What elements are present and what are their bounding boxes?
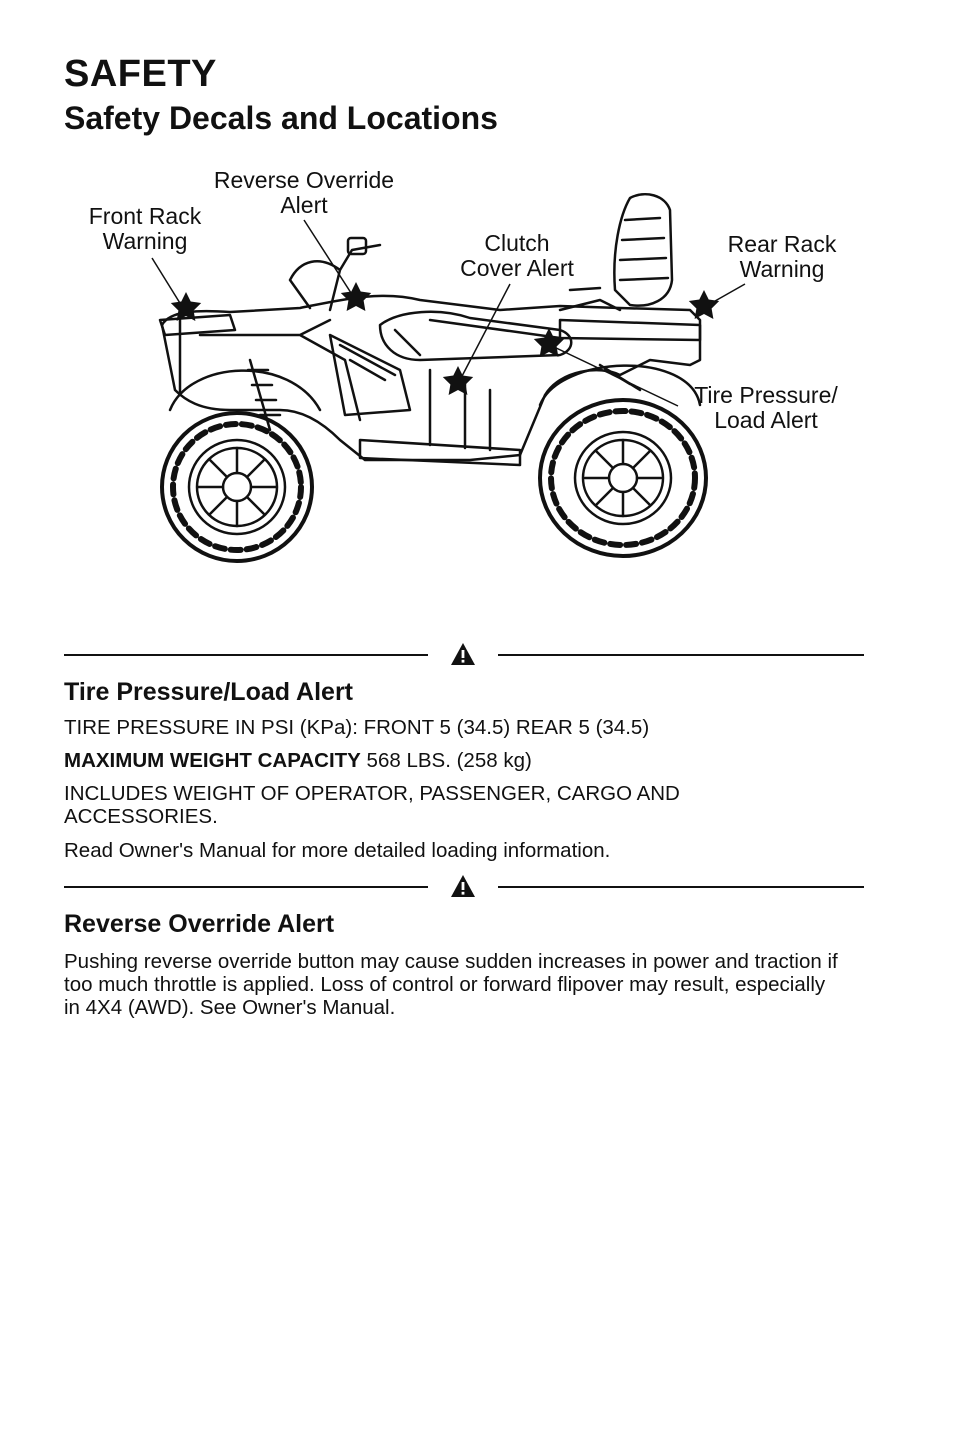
divider-line	[498, 654, 864, 656]
callout-tire-pressure-load-alert: Tire Pressure/ Load Alert	[694, 382, 838, 433]
callout-rear-rack-warning: Rear Rack Warning	[727, 231, 837, 282]
rear-wheel	[538, 398, 708, 558]
weight-includes-note: INCLUDES WEIGHT OF OPERATOR, PASSENGER, …	[64, 782, 680, 828]
tire-pressure-spec: TIRE PRESSURE IN PSI (KPa): FRONT 5 (34.…	[64, 716, 650, 739]
max-weight-capacity: MAXIMUM WEIGHT CAPACITY 568 LBS. (258 kg…	[64, 749, 864, 772]
callout-front-rack-warning: Front Rack Warning	[88, 203, 202, 254]
star-icon	[442, 366, 474, 395]
decal-location-diagram: Front Rack Warning Reverse Override Aler…	[0, 160, 954, 580]
divider-line	[64, 886, 428, 888]
divider-line	[498, 886, 864, 888]
front-wheel	[160, 411, 314, 563]
max-weight-label: MAXIMUM WEIGHT CAPACITY	[64, 749, 361, 772]
divider-line	[64, 654, 428, 656]
page-subtitle: Safety Decals and Locations	[64, 100, 498, 136]
atv-illustration	[151, 193, 746, 563]
owners-manual-note: Read Owner's Manual for more detailed lo…	[64, 839, 611, 862]
warning-triangle-icon	[451, 875, 475, 897]
callout-reverse-override-alert: Reverse Override Alert	[213, 167, 395, 218]
warning-divider	[64, 872, 864, 902]
max-weight-value: 568 LBS. (258 kg)	[360, 749, 532, 772]
page-title: SAFETY	[64, 53, 217, 95]
star-icon	[533, 328, 565, 357]
star-markers	[170, 282, 720, 395]
reverse-override-heading: Reverse Override Alert	[64, 910, 335, 938]
warning-divider	[64, 640, 864, 670]
star-icon	[340, 282, 372, 311]
callout-clutch-cover-alert: Clutch Cover Alert	[460, 230, 574, 281]
warning-triangle-icon	[451, 643, 475, 665]
tire-pressure-heading: Tire Pressure/Load Alert	[64, 678, 354, 706]
reverse-override-body: Pushing reverse override button may caus…	[64, 950, 838, 1019]
star-icon	[688, 290, 720, 319]
star-icon	[170, 292, 202, 321]
